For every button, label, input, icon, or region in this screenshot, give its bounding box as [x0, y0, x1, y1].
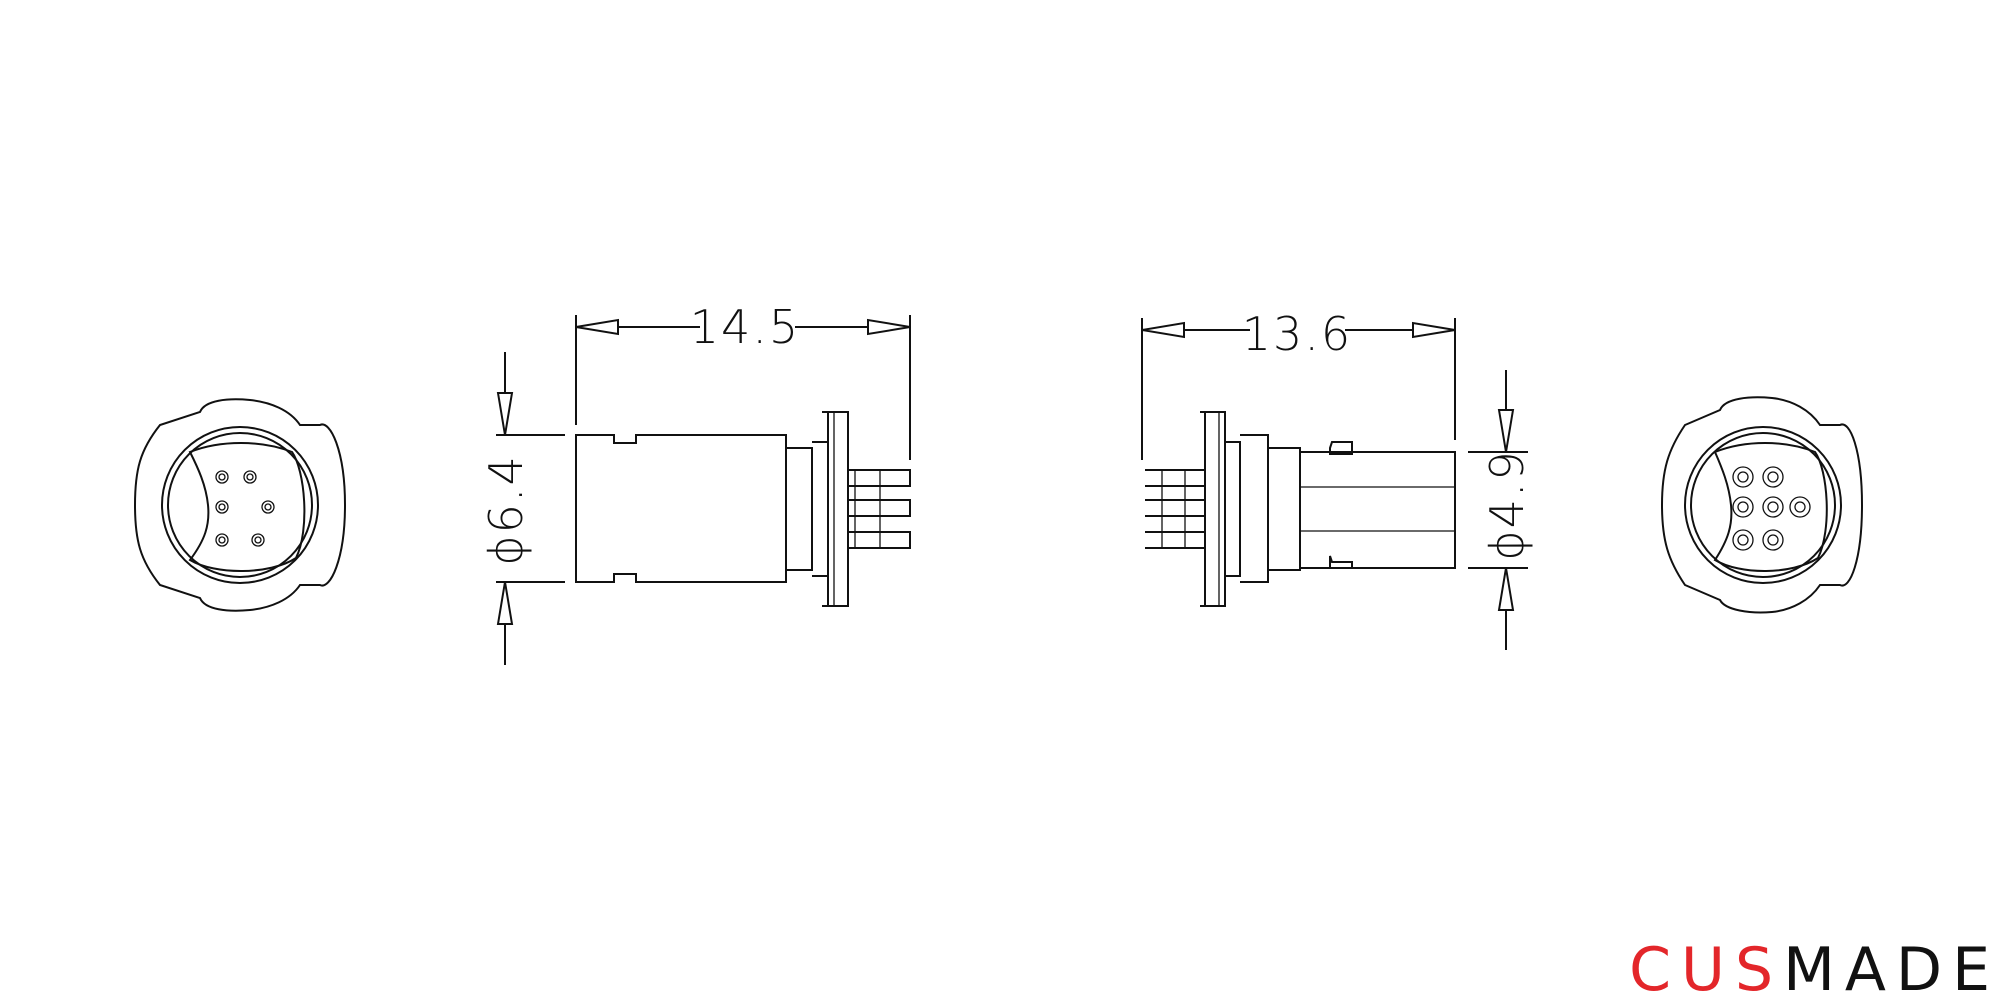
female-end-view [133, 398, 347, 612]
male-length-label: 13.6 [1242, 307, 1352, 361]
brand-logo-red: CUS [1629, 935, 1784, 1005]
brand-logo-black: MADE [1783, 935, 2000, 1005]
male-diameter-label: ϕ4.9 [1480, 449, 1534, 561]
female-side-view [575, 411, 911, 607]
female-length-dimension: 14.5 [575, 300, 911, 460]
brand-logo: CUSMADE [1629, 940, 2000, 1000]
male-length-dimension: 13.6 [1141, 307, 1456, 460]
male-end-view [1660, 396, 1864, 614]
female-length-label: 14.5 [690, 300, 800, 354]
male-diameter-dimension: ϕ4.9 [1468, 370, 1534, 650]
male-side-view [1145, 411, 1456, 607]
female-diameter-dimension: ϕ6.4 [479, 352, 565, 665]
female-diameter-label: ϕ6.4 [479, 454, 533, 566]
